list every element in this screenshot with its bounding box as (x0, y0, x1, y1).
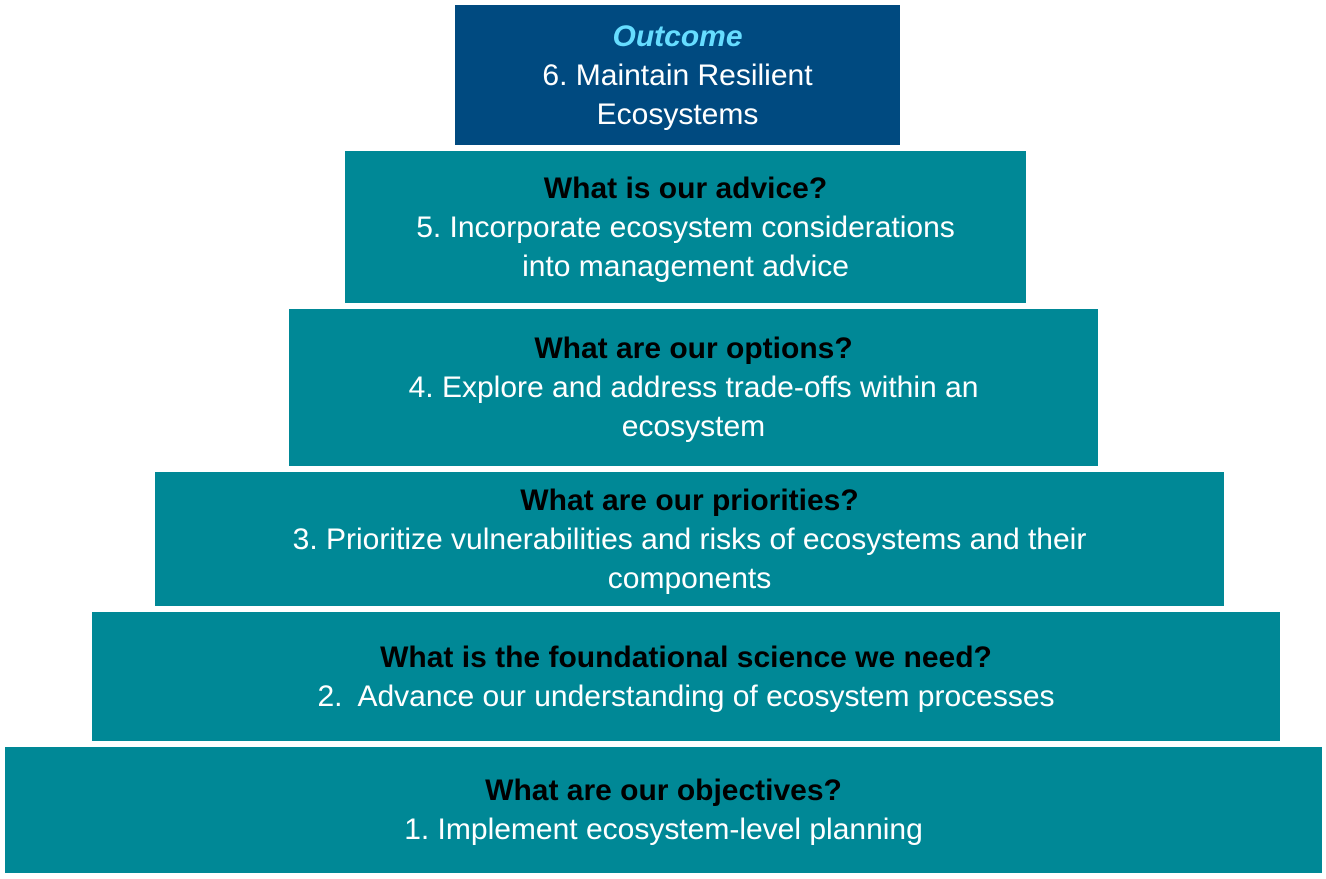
tier-priorities: What are our priorities? 3. Prioritize v… (155, 472, 1224, 606)
tier-advice: What is our advice? 5. Incorporate ecosy… (345, 151, 1026, 303)
tier-4-question: What are our options? (534, 332, 853, 365)
tier-5-description-line-2: into management advice (522, 249, 849, 283)
tier-foundational-science: What is the foundational science we need… (92, 612, 1280, 741)
tier-3-description-line-2: components (607, 561, 772, 595)
tier-3-question: What are our priorities? (520, 483, 859, 517)
tier-2-description-line-1: 2. Advance our understanding of ecosyste… (317, 679, 1055, 713)
tier-1-question: What are our objectives? (485, 774, 842, 807)
tier-5-description-line-1: 5. Incorporate ecosystem considerations (416, 210, 955, 244)
tier-4-description-line-2: ecosystem (621, 410, 766, 443)
tier-2-question: What is the foundational science we need… (380, 640, 992, 674)
tier-4-description-line-1: 4. Explore and address trade-offs within… (408, 371, 979, 404)
tier-options: What are our options? 4. Explore and add… (289, 309, 1098, 466)
tier-objectives: What are our objectives? 1. Implement ec… (5, 747, 1322, 873)
tier-3-description-line-1: 3. Prioritize vulnerabilities and risks … (292, 522, 1087, 556)
tier-outcome: Outcome 6. Maintain Resilient Ecosystems (455, 5, 900, 145)
outcome-description-line-2: Ecosystems (596, 97, 759, 131)
tier-1-description-line-1: 1. Implement ecosystem-level planning (404, 813, 923, 846)
tier-5-question: What is our advice? (543, 171, 828, 205)
outcome-label: Outcome (612, 19, 743, 53)
outcome-description-line-1: 6. Maintain Resilient (542, 58, 813, 92)
